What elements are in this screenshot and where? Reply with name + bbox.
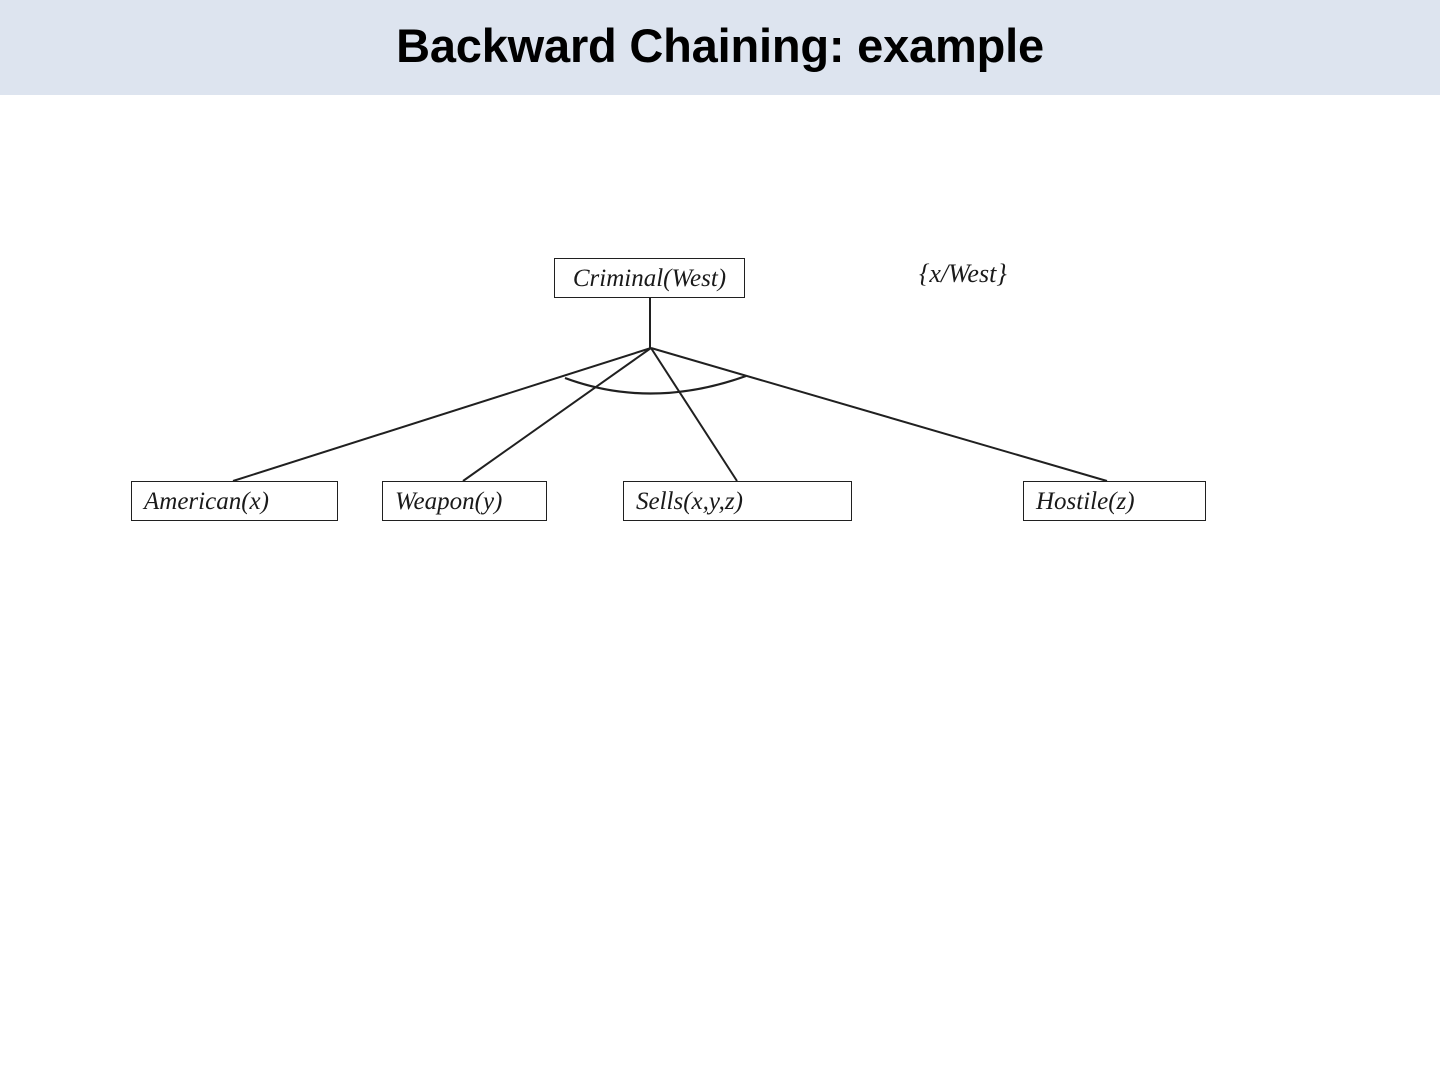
edge-to-weapon (462, 347, 652, 482)
edge-to-sells (650, 347, 738, 482)
node-label: American(x) (144, 487, 269, 515)
node-criminal-west[interactable]: Criminal(West) (554, 258, 745, 298)
node-hostile[interactable]: Hostile(z) (1023, 481, 1206, 521)
node-american[interactable]: American(x) (131, 481, 338, 521)
node-weapon[interactable]: Weapon(y) (382, 481, 547, 521)
node-label: Weapon(y) (395, 487, 503, 515)
node-label: Sells(x,y,z) (636, 487, 743, 515)
proof-tree-diagram: Criminal(West) {x/West} American(x) Weap… (0, 95, 1440, 595)
page-title: Backward Chaining: example (396, 19, 1044, 72)
node-label: Hostile(z) (1036, 487, 1135, 515)
node-label: Criminal(West) (572, 264, 727, 292)
edge-to-american (232, 347, 652, 482)
slide-body: Criminal(West) {x/West} American(x) Weap… (0, 95, 1440, 1080)
node-sells[interactable]: Sells(x,y,z) (623, 481, 852, 521)
and-conjunction-arc (564, 374, 747, 395)
edge-to-hostile (650, 347, 1108, 482)
substitution-annotation: {x/West} (919, 259, 1007, 288)
slide-header: Backward Chaining: example (0, 0, 1440, 95)
